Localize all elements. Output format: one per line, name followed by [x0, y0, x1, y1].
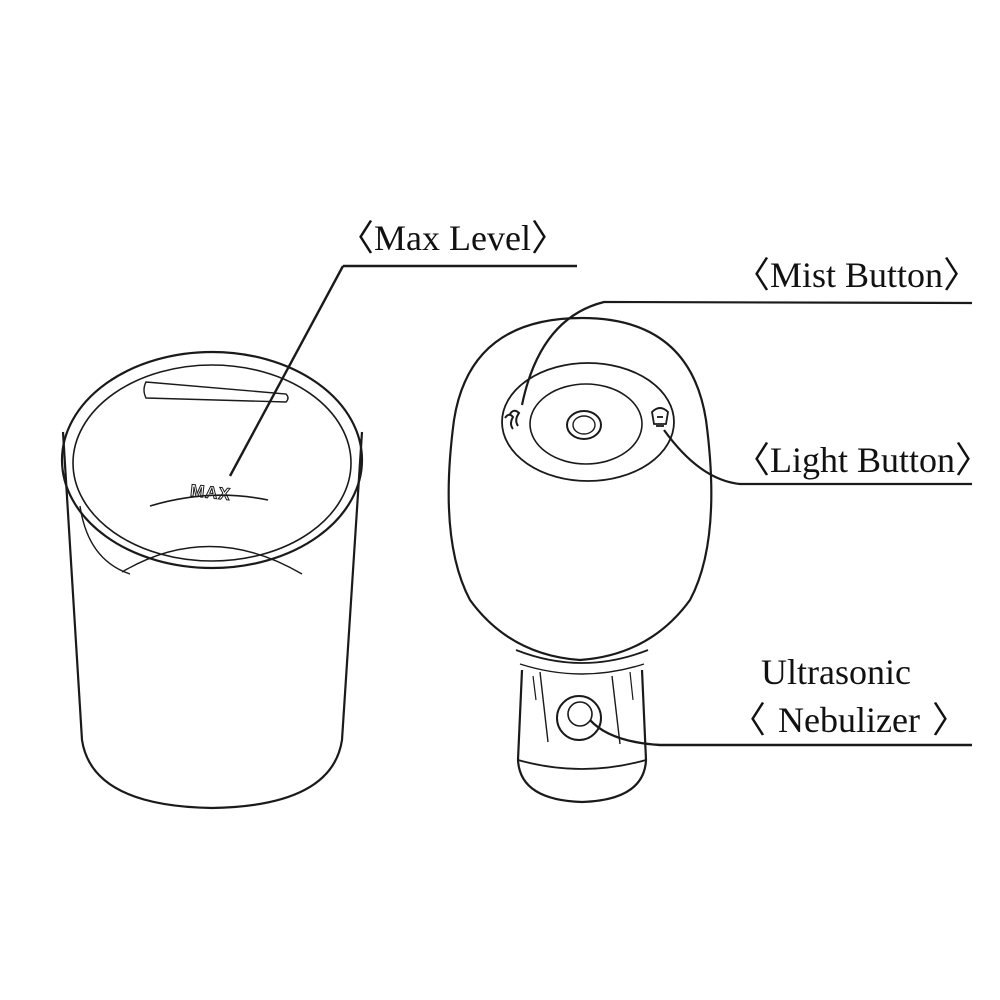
bracket-left: 〈: [734, 440, 771, 480]
head-body-outline: [447, 316, 713, 662]
center-knob-outer: [566, 410, 602, 440]
label-ultrasonic-line1: Ultrasonic: [761, 654, 911, 690]
cup-inner-bottom: [121, 545, 303, 575]
label-light-button-text: Light Button: [770, 440, 956, 480]
stem-outline: [516, 669, 648, 804]
bracket-right: 〉: [530, 218, 567, 258]
bracket-right: 〉: [931, 700, 968, 740]
cup-rim-inner: [72, 364, 352, 562]
nebulizer-leader: [589, 719, 972, 747]
head-collar-lower: [519, 663, 645, 675]
mist-button-icon[interactable]: [504, 409, 521, 430]
label-mist-button: 〈Mist Button〉: [734, 257, 979, 293]
label-ultrasonic-line2: 〈 Nebulizer 〉: [730, 702, 968, 738]
label-nebulizer-text: Nebulizer: [778, 700, 920, 740]
stem-rib-left-2: [532, 675, 537, 701]
cup-max-marking: MAX: [189, 481, 232, 504]
bracket-right: 〉: [943, 255, 980, 295]
label-light-button: 〈Light Button〉: [734, 442, 991, 478]
stem-rib-left: [539, 671, 549, 743]
stem-rib-right-2: [629, 671, 634, 701]
nebulizer-housing: [516, 669, 648, 804]
bracket-left: 〈: [338, 218, 375, 258]
stem-base-ring: [517, 759, 647, 770]
cup-rim-slot: [143, 381, 289, 403]
max-level-leader: [228, 264, 577, 477]
head-collar: [515, 649, 649, 664]
label-mist-button-text: Mist Button: [770, 255, 944, 295]
light-button-icon[interactable]: [651, 407, 669, 427]
label-max-level-text: Max Level: [374, 218, 531, 258]
label-ultrasonic-text: Ultrasonic: [761, 652, 911, 692]
center-knob-inner: [572, 415, 596, 435]
ultrasonic-nebulizer-disc: [556, 695, 602, 741]
max-level-arc: [149, 494, 269, 507]
mist-button-leader: [520, 300, 973, 406]
stem-rib-right: [611, 675, 621, 745]
top-panel-outer: [501, 362, 675, 482]
bracket-left: 〈: [734, 255, 771, 295]
bracket-left: 〈: [730, 700, 767, 740]
cup-rim-outer: [60, 350, 364, 570]
light-button-leader: [663, 429, 972, 486]
label-max-level: 〈Max Level〉: [338, 220, 567, 256]
cup-inner-wall: [79, 505, 131, 575]
humidifier-head: [447, 316, 713, 675]
top-panel-inner: [529, 383, 643, 465]
bracket-right: 〉: [955, 440, 992, 480]
cup-body-outline: [61, 431, 364, 810]
water-cup: [60, 350, 364, 810]
